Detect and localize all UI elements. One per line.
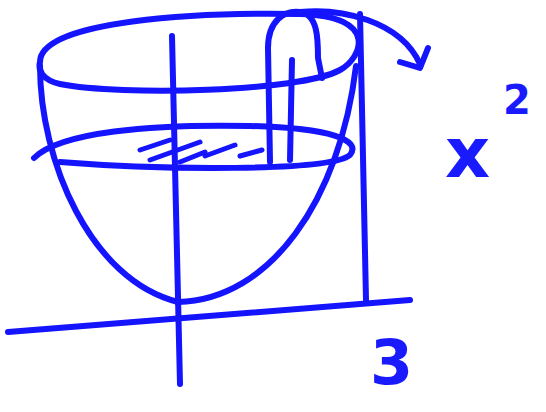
pump-pipe [268,12,322,162]
dimension-label: 3 [370,332,413,394]
y-axis [172,36,180,384]
x-axis [8,300,410,332]
boundary-line [360,14,366,300]
arrow-head [400,48,428,68]
bowl-body [40,66,356,302]
pump-arrow [300,11,420,64]
function-label: 2 [503,80,531,120]
bowl-rim [40,14,359,91]
water-hatch [140,140,262,162]
pump-pipe-inner [290,60,292,160]
function-label: x [445,118,490,188]
water-surface [34,126,352,168]
